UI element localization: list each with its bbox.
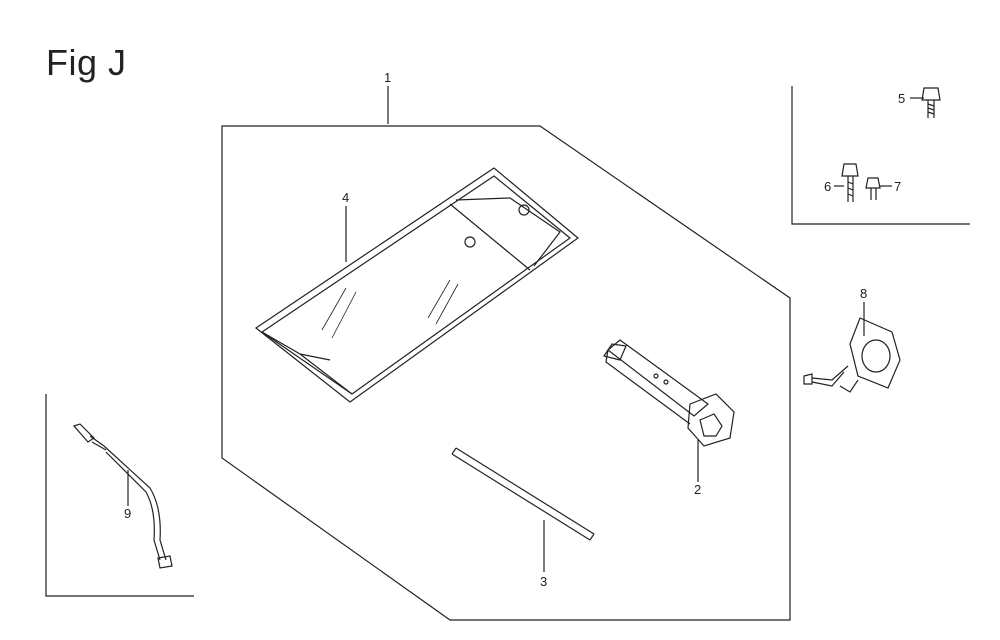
bolt-5 [921, 87, 941, 118]
callout-2: 2 [694, 482, 701, 497]
callout-8: 8 [860, 286, 867, 301]
callout-1: 1 [384, 70, 391, 85]
screw-7 [865, 177, 881, 200]
switch-8 [803, 317, 901, 393]
bolt-6 [841, 163, 859, 202]
callout-7: 7 [894, 179, 901, 194]
spark-plug-wrench [603, 339, 735, 447]
callout-4: 4 [342, 190, 349, 205]
tool-bag [254, 167, 579, 403]
callout-3: 3 [540, 574, 547, 589]
tommy-bar [451, 447, 595, 541]
callout-9: 9 [124, 506, 131, 521]
callout-5: 5 [898, 91, 905, 106]
cable-group-frame [45, 394, 194, 597]
cable-9 [72, 423, 173, 569]
toolkit-boundary [221, 125, 791, 621]
callout-6: 6 [824, 179, 831, 194]
bolt-group-frame [791, 86, 970, 225]
figure-title: Fig J [46, 42, 127, 83]
